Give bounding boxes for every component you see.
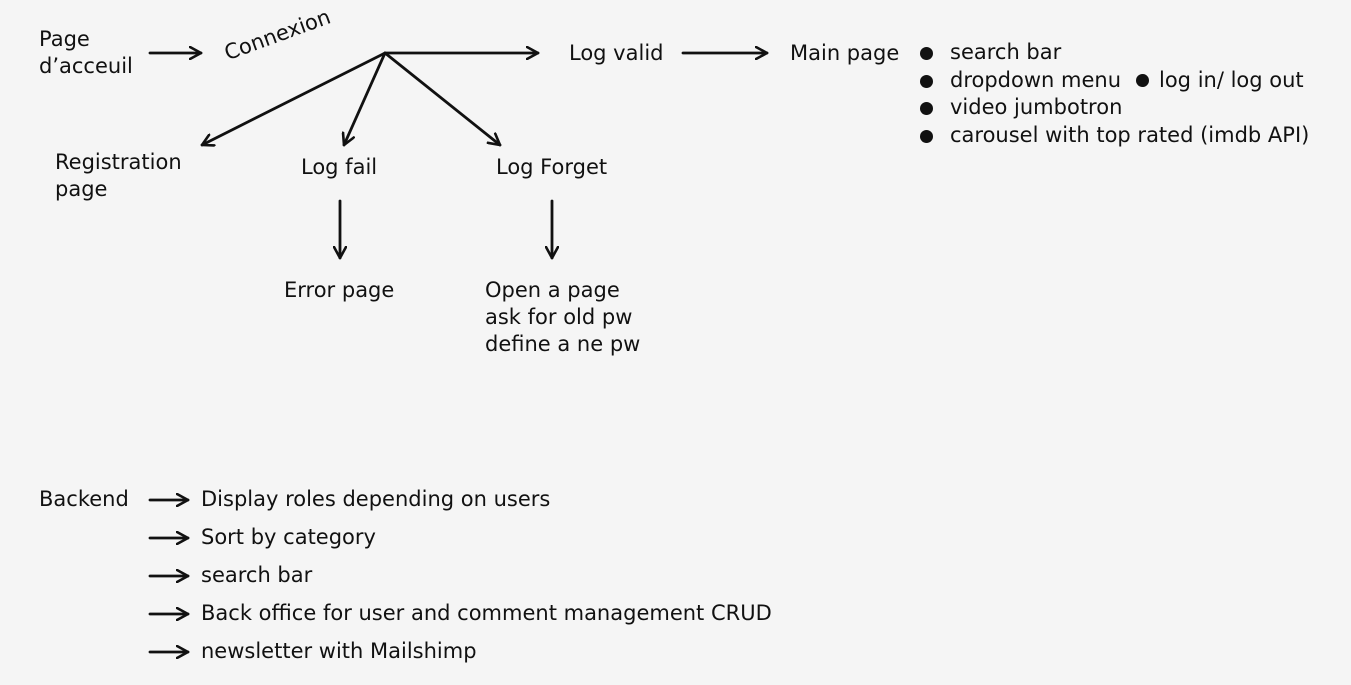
log-fail-label: Log fail bbox=[301, 155, 378, 179]
error-page-label: Error page bbox=[284, 278, 395, 302]
backend-item-3: search bar bbox=[201, 563, 313, 587]
main-feature-video-jumbotron: video jumbotron bbox=[950, 95, 1123, 119]
bullet-1 bbox=[920, 47, 933, 60]
bullet-sub bbox=[1136, 74, 1149, 87]
arrow-to-registration bbox=[200, 51, 387, 145]
dropdown-sub-item: log in/ log out bbox=[1159, 68, 1304, 92]
main-feature-search-bar: search bar bbox=[950, 40, 1062, 64]
main-feature-carousel: carousel with top rated (imdb API) bbox=[950, 123, 1310, 147]
backend-item-4: Back office for user and comment managem… bbox=[201, 601, 772, 625]
backend-item-5: newsletter with Mailshimp bbox=[201, 639, 477, 663]
main-page-label: Main page bbox=[790, 41, 900, 65]
arrow-to-log-forget bbox=[383, 51, 502, 147]
main-feature-dropdown-menu: dropdown menu bbox=[950, 68, 1122, 92]
bullet-4 bbox=[920, 130, 933, 143]
backend-item-2: Sort by category bbox=[201, 525, 376, 549]
home-page-label: Page d’acceuil bbox=[39, 27, 133, 78]
forget-steps-label: Open a page ask for old pw define a ne p… bbox=[485, 278, 641, 356]
backend-label: Backend bbox=[39, 487, 129, 511]
bullet-3 bbox=[920, 102, 933, 115]
registration-page-label: Registration page bbox=[55, 150, 182, 201]
arrow-to-log-fail bbox=[344, 51, 387, 147]
log-forget-label: Log Forget bbox=[496, 155, 608, 179]
log-valid-label: Log valid bbox=[569, 41, 664, 65]
backend-item-1: Display roles depending on users bbox=[201, 487, 551, 511]
bullet-2 bbox=[920, 75, 933, 88]
